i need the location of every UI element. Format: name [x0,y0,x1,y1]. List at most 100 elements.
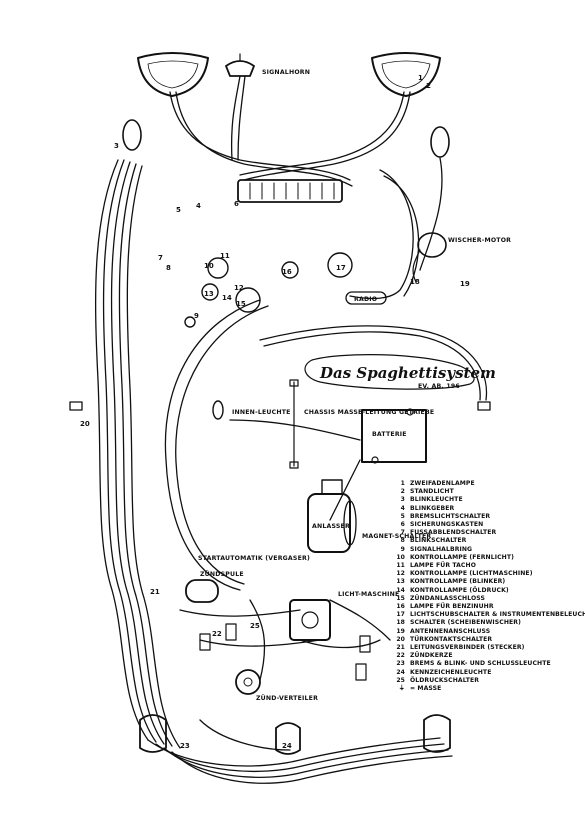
callout-25: 25 [250,622,260,630]
starter-motor-icon [307,479,357,553]
legend-item-text: ZÜNDKERZE [410,652,453,660]
legend-item-number: 7 [400,529,405,537]
legend-item: 21 LEITUNGSVERBINDER (STECKER) [393,644,583,652]
legend-item-number: 14 [396,586,405,594]
legend-item-number: 8 [400,537,405,545]
legend-item: 10 KONTROLLAMPE (FERNLICHT) [393,554,583,562]
label-wiper-motor: WISCHER-MOTOR [448,237,511,244]
callout-12: 12 [234,284,244,292]
generator-icon [289,599,331,641]
legend-item-text: ZWEIFADENLAMPE [410,480,475,487]
label-chassis: CHASSIS MASSE-LEITUNG GETRIEBE [304,409,434,416]
label-starter: ANLASSER [312,523,350,530]
tail-lamp-right-icon [423,714,451,753]
headlamp-right-icon [371,52,441,97]
legend-item-text: BLINKGEBER [410,504,455,512]
callout-15: 15 [236,300,246,308]
legend-item: 8 BLINKSCHALTER [393,537,583,545]
legend-item: 22 ZÜNDKERZE [393,652,583,660]
legend-item-number: 15 [396,594,405,602]
legend-item-number: 6 [400,521,405,529]
license-plate-light-icon [275,722,301,755]
callout-18: 18 [410,278,420,286]
legend-item-text: LEITUNGSVERBINDER (STECKER) [410,644,525,652]
door-contact-left-icon [69,401,83,411]
callout-11: 11 [220,252,230,260]
legend-item-text: SIGNALHALBRING [410,545,473,553]
legend-item-text: BLINKSCHALTER [410,537,467,545]
legend-item: 12 KONTROLLAMPE (LICHTMASCHINE) [393,570,583,578]
callout-14: 14 [222,294,232,302]
wiring-harness [94,75,488,784]
door-contact-right-icon [477,401,491,411]
diagram-title: Das Spaghettisystem [319,364,496,382]
legend-item-number: 5 [400,512,405,520]
callout-4: 4 [196,202,201,210]
callout-9: 9 [194,312,199,320]
legend-item-number: 3 [400,496,405,504]
chassis-ground-icon [289,379,299,469]
callout-17: 17 [336,264,346,272]
side-indicator-left-icon [122,119,142,151]
legend-item-text: ÖLDRUCKSCHALTER [410,676,480,684]
legend-item: 16 LAMPE FÜR BENZINUHR [393,603,583,611]
legend-item-number: 10 [396,553,405,561]
legend-item-text: BREMS & BLINK- UND SCHLUSSLEUCHTE [410,660,551,668]
label-automatic-choke: STARTAUTOMATIK (VERGASER) [198,555,310,562]
legend-item-number: 16 [396,603,405,611]
legend-item-text: LAMPE FÜR TACHO [410,562,476,570]
legend-item-text: ANTENNENANSCHLUSS [410,627,491,635]
legend-item-number: 21 [396,644,405,652]
distributor-icon [235,669,261,695]
callout-20: 20 [80,420,90,428]
legend-item-text: LAMPE FÜR BENZINUHR [410,603,494,611]
legend-item-number: 25 [396,676,405,684]
legend-item: 20 TÜRKONTAKTSCHALTER [393,636,583,644]
label-ignition-coil: ZÜNDSPULE [200,569,244,578]
legend-item-number: 12 [396,570,405,578]
ignition-coil-icon [185,579,219,603]
legend-item-number: 19 [396,627,405,635]
horn-icon [225,53,255,77]
legend-item-text: SICHERUNGSKASTEN [410,521,484,529]
callout-6: 6 [234,200,239,208]
label-generator: LICHT-MASCHINE [338,591,399,598]
callout-22: 22 [212,630,222,638]
battery-icon [361,408,427,464]
legend-item-number: 11 [396,562,405,570]
callout-10: 10 [204,262,214,270]
legend-item: 19 ANTENNENANSCHLUSS [393,628,583,636]
legend-item-text: LICHTSCHUBSCHALTER & INSTRUMENTENBELEUCH… [410,611,585,619]
legend-item-text: KONTROLLAMPE (LICHTMASCHINE) [410,570,533,578]
legend-item-text: TÜRKONTAKTSCHALTER [410,635,493,643]
callout-2: 2 [426,82,431,90]
side-indicator-right-icon [430,126,450,158]
headlamp-left-icon [137,52,209,97]
callout-16: 16 [282,268,292,276]
callout-3: 3 [114,142,119,150]
callout-8: 8 [166,264,171,272]
legend-item-number: 22 [396,652,405,660]
legend-item-text: KONTROLLAMPE (FERNLICHT) [410,553,515,561]
label-battery: BATTERIE [372,431,407,438]
callout-21: 21 [150,588,160,596]
wiper-motor-icon [412,232,447,283]
title-banner [304,354,475,390]
diagram-labels: Das Spaghettisystem EV. AB. 196- SIGNALH… [198,69,511,702]
callout-13: 13 [204,290,214,298]
legend-item-number: 4 [400,504,405,512]
callout-7: 7 [158,254,163,262]
legend-item-text: STANDLICHT [410,488,454,496]
legend-item-text: ZÜNDANLASSCHLOSS [410,594,485,602]
callout-19: 19 [460,280,470,288]
legend-item-number: 20 [396,635,405,643]
legend-item-number: 24 [396,668,405,676]
